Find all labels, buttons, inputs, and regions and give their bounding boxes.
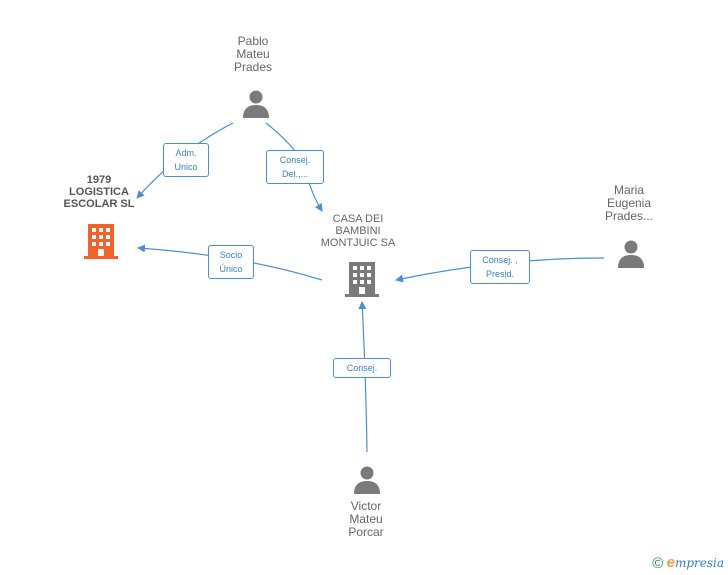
logo-text: mpresia — [674, 556, 724, 570]
node-label-line: Maria — [613, 183, 644, 197]
node-label-line: Victor — [350, 499, 382, 513]
building-icon[interactable] — [345, 260, 379, 298]
edge-label-line: Del.,... — [281, 169, 308, 179]
edge-label-line: Consej. — [346, 363, 378, 373]
edge-label-adm-unico[interactable]: Adm. Unico — [163, 143, 209, 177]
node-label-line: LOGISTICA — [69, 186, 129, 198]
edge-label-consej[interactable]: Consej. — [333, 358, 391, 378]
logo-mark: e — [666, 554, 675, 571]
edge-label-line: Presid. — [485, 269, 514, 279]
node-label-line: Mateu — [236, 47, 270, 61]
edge-label-line: Adm. — [175, 148, 197, 158]
edge-label-line: Consej. — [279, 155, 311, 165]
node-label-line: Mateu — [349, 512, 383, 526]
edge-label-line: Único — [219, 264, 243, 274]
node-label-line: Prades — [233, 60, 273, 74]
node-label-line: Pablo — [237, 34, 269, 48]
node-label-line: MONTJUIC SA — [320, 237, 396, 249]
building-icon-focus[interactable] — [84, 222, 118, 260]
copyright-symbol: © — [652, 555, 664, 572]
edge-label-line: Unico — [174, 162, 198, 172]
edge-label-line: Consej. , — [482, 255, 518, 265]
node-label-line: Prades... — [604, 209, 654, 223]
node-label-line: Eugenia — [606, 196, 652, 210]
node-label-line: CASA DEI — [332, 213, 384, 225]
edge-victor-to-casa — [358, 301, 368, 453]
edge-label-line: Socio — [219, 250, 243, 260]
node-label-line: BAMBINI — [335, 225, 381, 237]
edge-label-consej-del[interactable]: Consej. Del.,... — [266, 150, 324, 184]
person-icon[interactable] — [616, 239, 646, 269]
person-icon[interactable] — [241, 89, 271, 119]
node-label-line: 1979 — [86, 174, 112, 186]
person-icon[interactable] — [352, 465, 382, 495]
edge-label-consej-presid[interactable]: Consej. , Presid. — [470, 250, 530, 284]
node-label-line: ESCOLAR SL — [63, 198, 135, 210]
empresia-logo[interactable]: © empresia — [652, 554, 724, 572]
node-label-line: Porcar — [348, 525, 384, 539]
